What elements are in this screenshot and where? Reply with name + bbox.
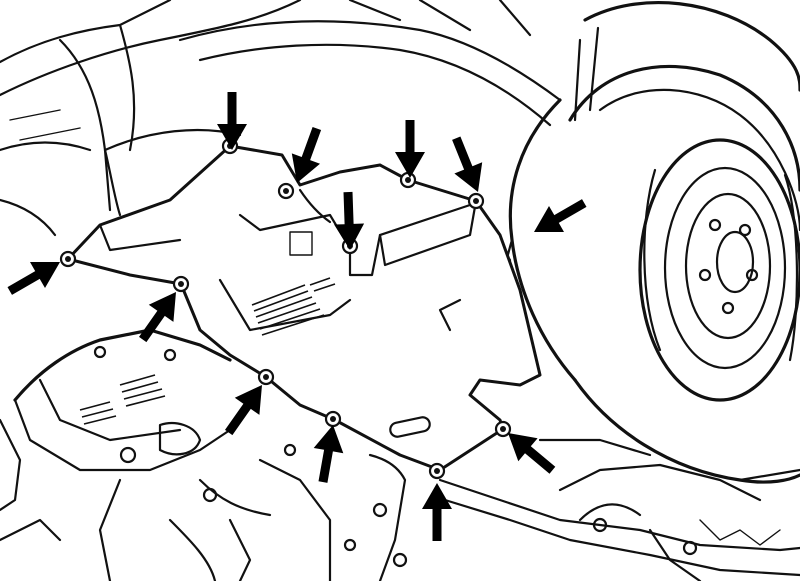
callout-arrow-4 — [334, 191, 365, 250]
callout-arrow-12 — [508, 433, 556, 474]
callout-arrow-8 — [139, 292, 176, 343]
callout-arrow-2 — [217, 92, 247, 150]
callout-arrow-10 — [313, 425, 344, 483]
bolt-5 — [399, 171, 417, 189]
bolt-3 — [277, 182, 295, 200]
front-crossmember — [0, 328, 408, 581]
bolt-8 — [257, 368, 275, 386]
callout-arrow-6 — [452, 136, 483, 192]
bolt-7 — [172, 275, 190, 293]
callout-arrow-11 — [422, 483, 452, 541]
bolt-6 — [467, 192, 485, 210]
tire — [568, 0, 800, 484]
callout-arrow-7 — [534, 199, 587, 232]
undercover-plate — [66, 144, 542, 472]
callout-arrow-5 — [395, 120, 425, 178]
callout-arrow-3 — [291, 127, 322, 183]
bolt-1 — [59, 250, 77, 268]
callout-arrow-1 — [7, 262, 60, 295]
louvre-vents — [79, 277, 336, 425]
callout-arrow-9 — [225, 385, 262, 436]
exhaust-pipe — [438, 438, 800, 581]
callout-arrows — [7, 92, 587, 541]
bolt-9 — [324, 410, 342, 428]
bolt-10 — [428, 462, 446, 480]
bolt-11 — [494, 420, 512, 438]
